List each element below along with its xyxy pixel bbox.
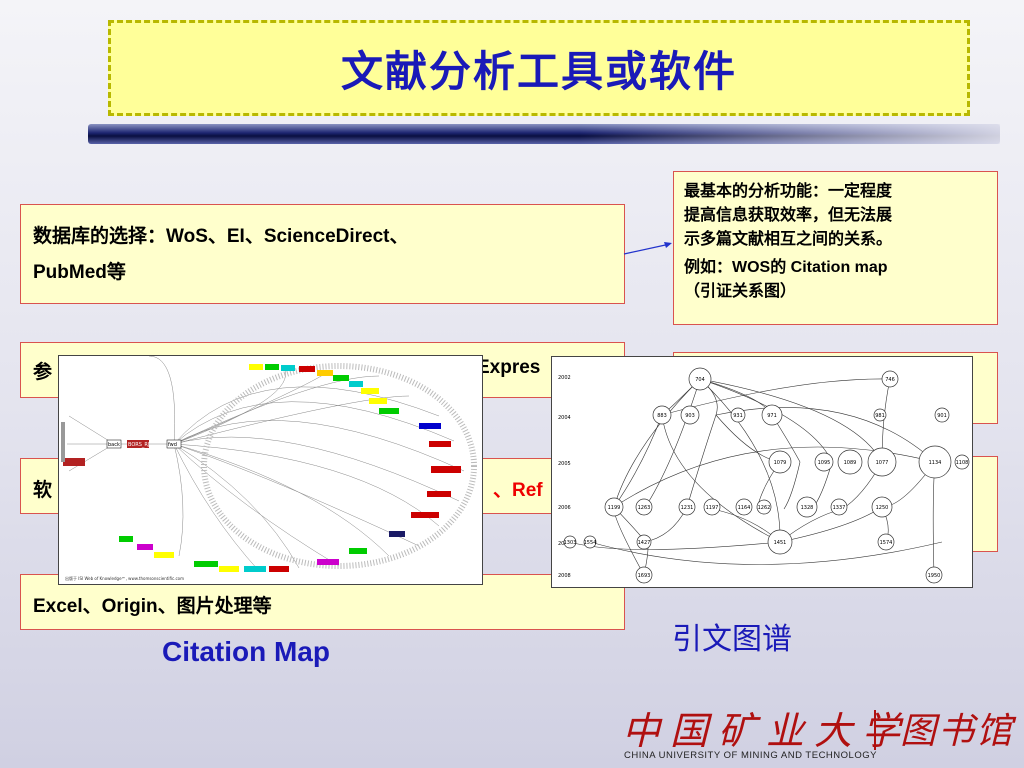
- graph-node-1262: 1262: [758, 505, 771, 511]
- graph-node-1164: 1164: [738, 505, 751, 511]
- graph-year-2008: 2008: [558, 573, 571, 579]
- database-line-2: PubMed等: [33, 262, 126, 283]
- database-box: 数据库的选择：WoS、EI、ScienceDirect、 PubMed等: [20, 204, 625, 304]
- software-red-text: 、Ref: [493, 480, 543, 501]
- logo-library-cn: 图书馆: [899, 711, 1014, 752]
- graph-year-2006: 2006: [558, 505, 571, 511]
- citation-graph-drawing: 2002 2004 2005 2006 2007 2008: [558, 367, 970, 584]
- graph-node-1693: 1693: [638, 573, 651, 579]
- citation-map-drawing: back BORS_RJ fwd 出版于 ISI Web of Knowledg…: [61, 355, 477, 581]
- university-logo: 中国矿业大学 图书馆 CHINA UNIVERSITY OF MINING AN…: [622, 700, 1014, 764]
- citation-graph-image: 2002 2004 2005 2006 2007 2008: [551, 356, 973, 588]
- graph-node-1134: 1134: [929, 460, 942, 466]
- citation-map-caption: Citation Map: [162, 636, 330, 667]
- citation-graph-caption: 引文图谱: [672, 622, 792, 657]
- connector-arrow: [623, 242, 672, 255]
- title-underline-bar: [88, 124, 1000, 144]
- slide-title: 文献分析工具或软件: [340, 46, 737, 96]
- database-line-1: 数据库的选择：WoS、EI、ScienceDirect、: [33, 226, 409, 247]
- graph-node-971: 971: [767, 413, 777, 419]
- cmap-label-bors: BORS_RJ: [128, 442, 149, 448]
- graph-node-1077: 1077: [876, 460, 889, 466]
- graph-node-704: 704: [695, 377, 705, 383]
- graph-node-1231: 1231: [681, 505, 694, 511]
- note-line-1: 最基本的分析功能：一定程度: [684, 183, 893, 200]
- graph-node-1197: 1197: [706, 505, 719, 511]
- graph-node-1108: 1108: [956, 460, 969, 466]
- note-line-5: （引证关系图）: [684, 283, 797, 300]
- graph-node-1303: 1303: [564, 540, 577, 546]
- excel-text: Excel、Origin、图片处理等: [33, 596, 272, 617]
- reference-suffix: Expres: [477, 357, 541, 378]
- graph-node-981: 981: [875, 413, 885, 419]
- graph-node-1199: 1199: [608, 505, 621, 511]
- graph-node-883: 883: [657, 413, 667, 419]
- graph-node-1328: 1328: [801, 505, 814, 511]
- graph-node-1095: 1095: [818, 460, 831, 466]
- logo-university-en: CHINA UNIVERSITY OF MINING AND TECHNOLOG…: [624, 750, 877, 761]
- graph-node-1089: 1089: [844, 460, 857, 466]
- graph-node-1451: 1451: [774, 540, 787, 546]
- title-box: 文献分析工具或软件: [108, 20, 970, 116]
- graph-node-931: 931: [733, 413, 743, 419]
- software-prefix: 软: [33, 480, 53, 501]
- graph-year-2004: 2004: [558, 415, 571, 421]
- graph-year-2002: 2002: [558, 375, 571, 381]
- reference-prefix: 参: [33, 362, 53, 383]
- graph-node-903: 903: [685, 413, 695, 419]
- note-line-4: 例如：WOS的 Citation map: [684, 259, 888, 276]
- graph-node-1079: 1079: [774, 460, 787, 466]
- cmap-footer: 出版于 ISI Web of Knowledge℠, www.thomsonsc…: [65, 575, 184, 581]
- note-line-2: 提高信息获取效率，但无法展: [684, 207, 893, 224]
- graph-node-1574: 1574: [880, 540, 893, 546]
- graph-node-1427: 1427: [638, 540, 651, 546]
- graph-year-2005: 2005: [558, 461, 571, 467]
- cmap-label-back: back: [108, 442, 120, 448]
- logo-university-cn: 中国矿业大学: [622, 709, 911, 753]
- citation-map-image: back BORS_RJ fwd 出版于 ISI Web of Knowledg…: [58, 355, 483, 585]
- logo-separator: [874, 710, 876, 750]
- graph-node-1263: 1263: [638, 505, 651, 511]
- note-line-3: 示多篇文献相互之间的关系。: [684, 231, 893, 248]
- graph-node-1337: 1337: [833, 505, 846, 511]
- analysis-note-box: 最基本的分析功能：一定程度 提高信息获取效率，但无法展 示多篇文献相互之间的关系…: [673, 171, 998, 325]
- graph-node-1554: 1554: [584, 540, 597, 546]
- graph-node-1250: 1250: [876, 505, 889, 511]
- graph-node-746: 746: [885, 377, 895, 383]
- graph-node-901: 901: [937, 413, 947, 419]
- cmap-label-fwd: fwd: [168, 442, 177, 448]
- graph-node-1950: 1950: [928, 573, 941, 579]
